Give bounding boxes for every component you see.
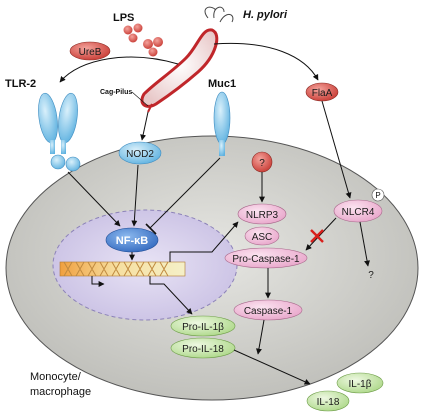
arrow-dna-to-nlrp3 [169, 221, 239, 262]
il18-pill [306, 390, 350, 412]
il1b-label: IL-1β [349, 379, 372, 390]
tlr2-label: TLR-2 [5, 78, 36, 90]
arrow-tlr2-to-nfkb [67, 171, 121, 227]
nlcr4-pill [333, 199, 383, 223]
arrow-caspase-to-il [255, 319, 265, 355]
dna-strip [59, 261, 186, 277]
phospho-badge [371, 188, 385, 202]
caspase-pill [233, 299, 303, 321]
arrow-flaa-to-nlcr4 [321, 100, 352, 199]
phospho-label: P [375, 191, 380, 200]
asc-pill [244, 226, 280, 246]
pro-il1b-pill [170, 315, 236, 337]
inhibition-cross [310, 229, 324, 243]
nlrp3-pill [237, 203, 287, 225]
muc1-receptor [213, 91, 231, 156]
nod2-label: NOD2 [126, 149, 154, 160]
arrow-nlcr4-to-procaspase [305, 217, 337, 251]
arrow-bacterium-to-tlr2 [59, 56, 179, 83]
lps-dots [123, 23, 163, 57]
lps-label: LPS [113, 12, 134, 24]
arrow-pro-il-to-secreted [233, 349, 311, 385]
arrow-dna-transcription [91, 276, 105, 287]
arrow-nod2-to-nfkb [131, 164, 139, 227]
unknown-activator-label: ? [259, 158, 265, 169]
nod2-pill [118, 141, 162, 165]
arrow-pilus-to-nod2 [140, 111, 149, 141]
nlrp3-label: NLRP3 [246, 210, 279, 221]
arrow-nlcr4-to-question [359, 221, 370, 267]
arrow-muc1-to-nfkb [149, 157, 221, 229]
pro-il1b-label: Pro-IL-1β [182, 322, 224, 333]
caspase-label: Caspase-1 [244, 306, 293, 317]
cell-label-line1: Monocyte/ [30, 371, 82, 383]
cag-pilus-pointer [131, 91, 149, 107]
nlcr4-label: NLCR4 [342, 207, 375, 218]
arrow-dna-to-pro-il [149, 276, 193, 315]
il1b-pill [336, 372, 384, 394]
nfkb-label: NF-κB [116, 235, 148, 247]
nlcr4-unknown-label: ? [368, 270, 374, 281]
asc-label: ASC [252, 232, 273, 243]
ureb-label: UreB [79, 47, 102, 58]
hpylori-label: H. pylori [243, 9, 288, 21]
muc1-inhibition-bar [145, 223, 157, 235]
pro-caspase-label: Pro-Caspase-1 [232, 254, 300, 265]
cell-label-line2: macrophage [30, 386, 91, 398]
tlr2-receptor [38, 92, 81, 172]
pro-il18-label: Pro-IL-18 [182, 344, 224, 355]
flaa-label: FlaA [312, 88, 333, 99]
cag-pilus-label: Cag-Pilus [100, 89, 132, 96]
pro-il18-pill [170, 337, 236, 359]
muc1-label: Muc1 [208, 78, 236, 90]
il18-label: IL-18 [317, 397, 340, 408]
arrow-bacterium-to-flaa [213, 42, 319, 81]
h-pylori-bacterium [140, 6, 234, 113]
pro-caspase-pill [224, 247, 308, 269]
ureb-pill [69, 41, 111, 61]
